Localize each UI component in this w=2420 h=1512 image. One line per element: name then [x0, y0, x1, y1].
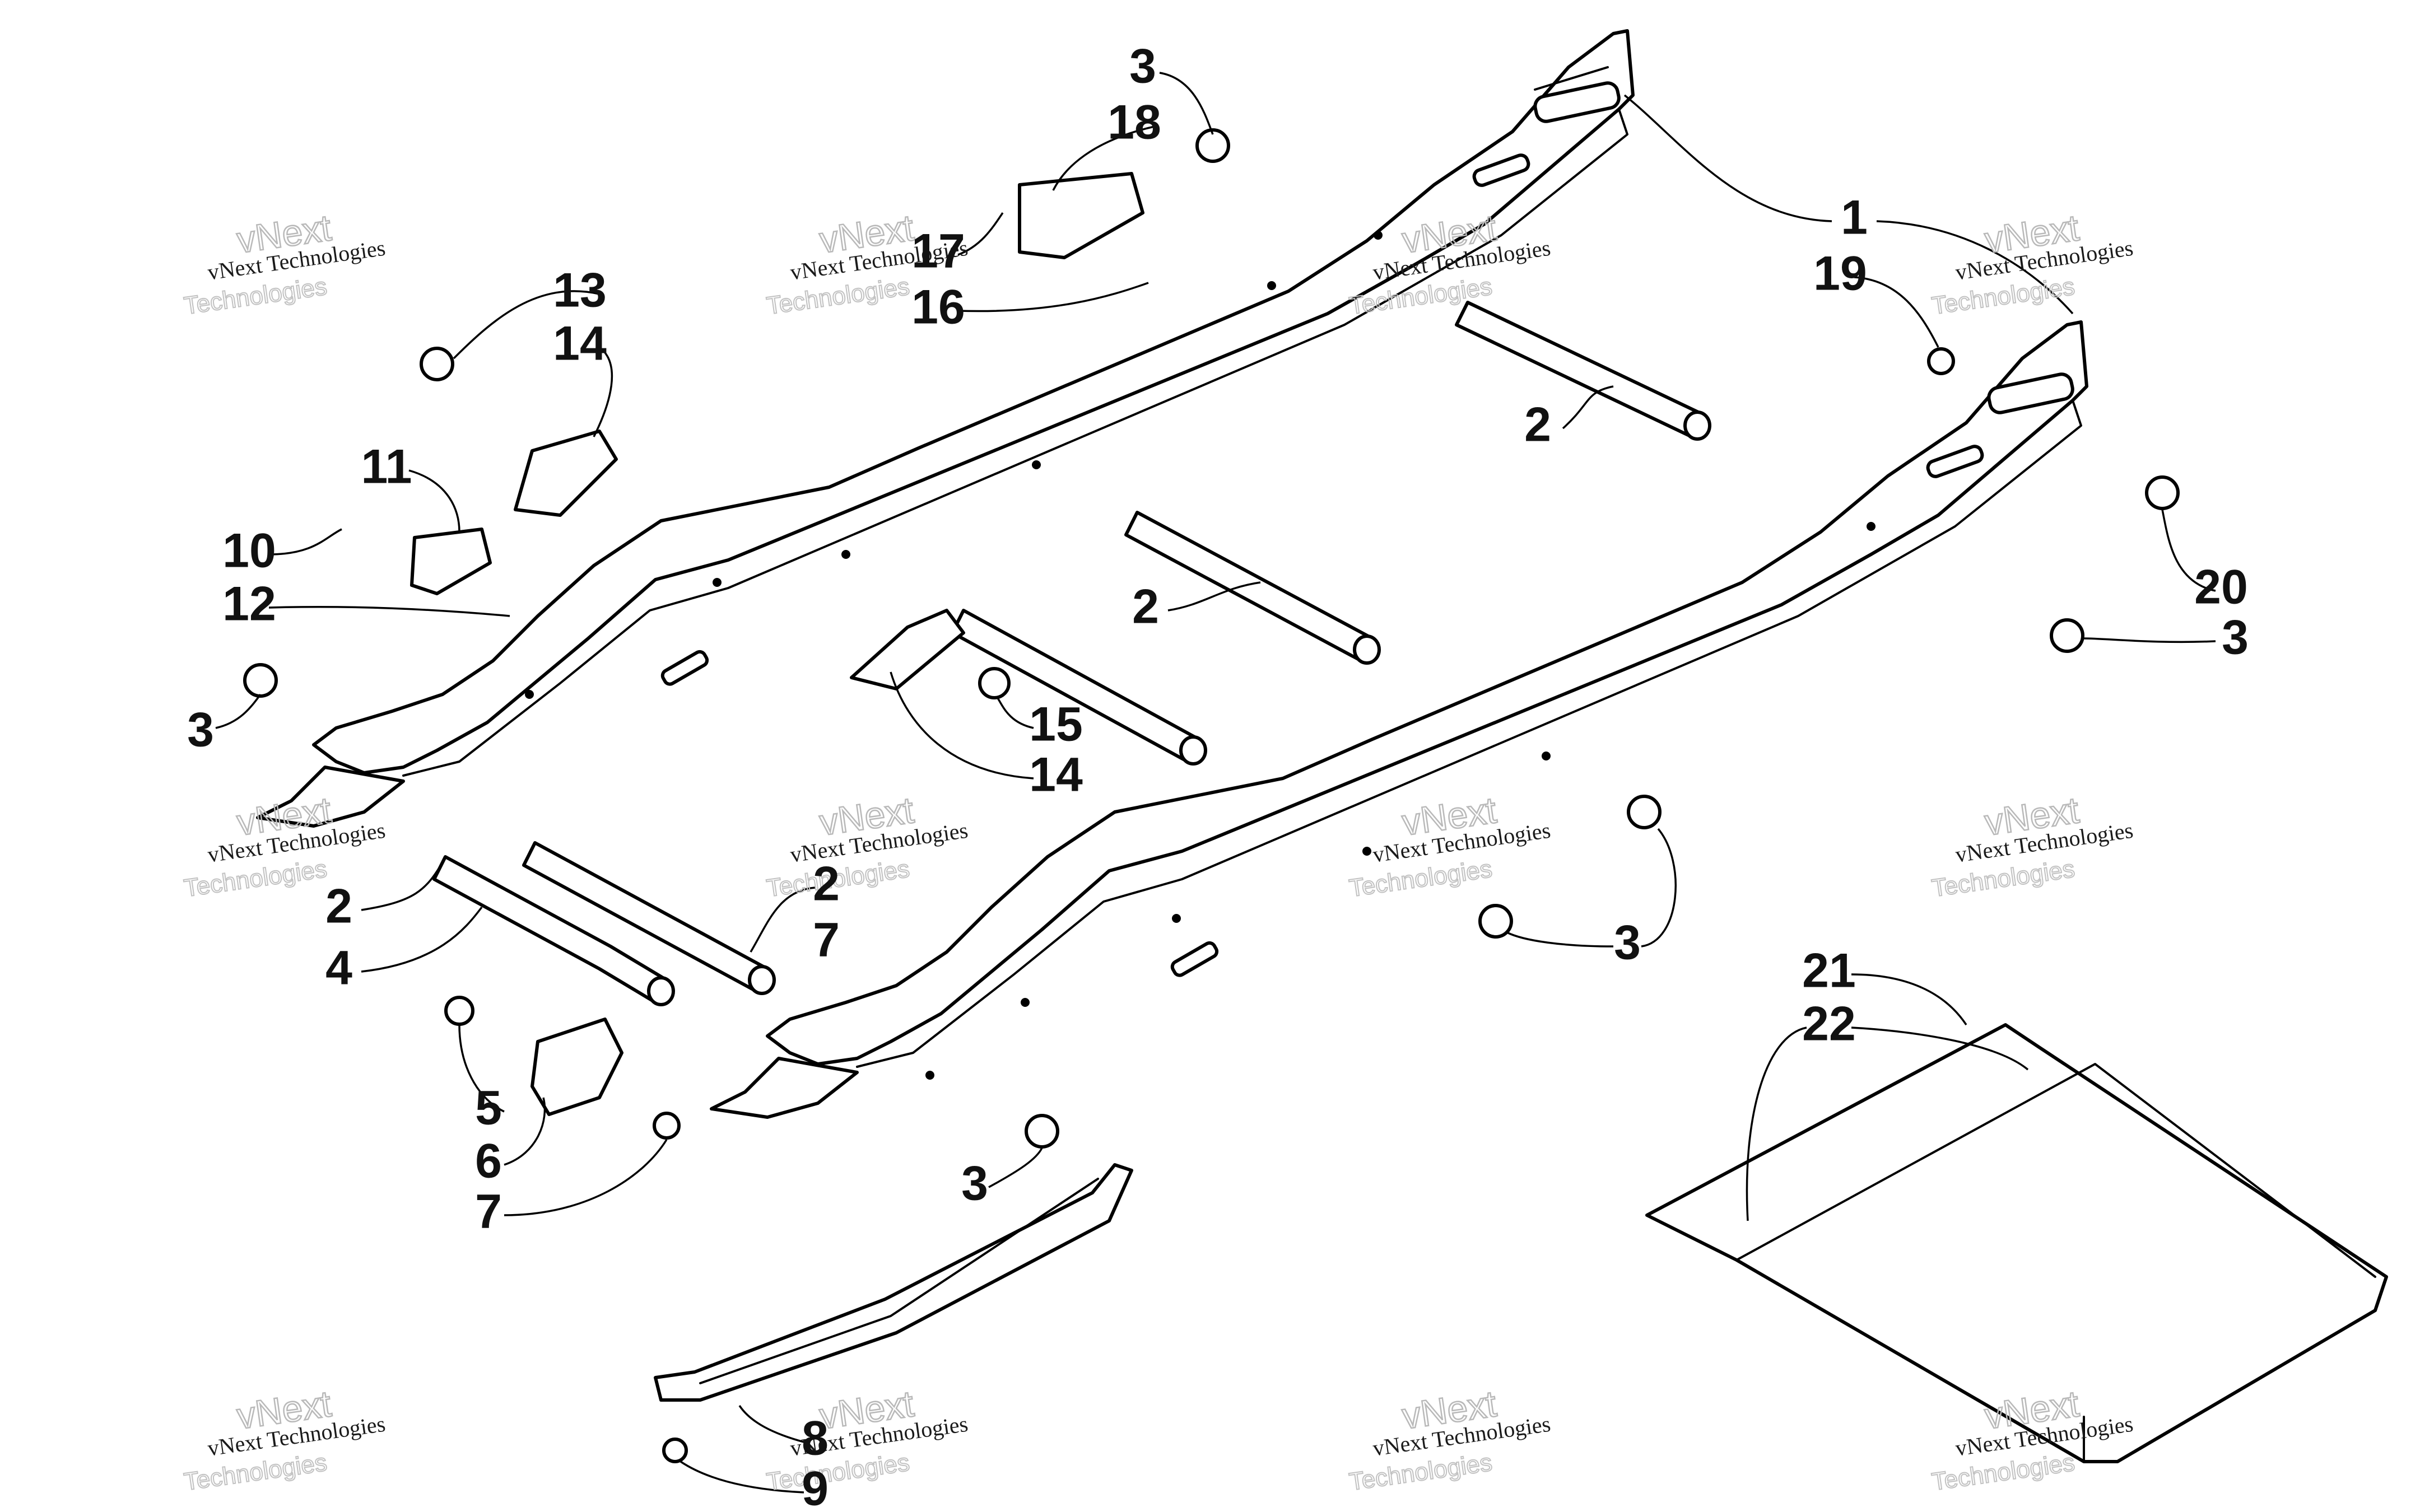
callout-2: 2 — [813, 857, 840, 911]
callout-10: 10 — [222, 524, 276, 578]
right-slide-rail — [256, 29, 1635, 828]
suspension-brackets — [410, 172, 1144, 1116]
watermark-subtext: Technologies — [765, 273, 911, 320]
callout-8: 8 — [802, 1412, 829, 1466]
callout-4: 4 — [325, 941, 352, 995]
watermark-subtext: Technologies — [765, 1449, 911, 1496]
leader-lines — [215, 72, 2216, 1494]
callout-3: 3 — [1129, 40, 1156, 94]
callout-3: 3 — [961, 1157, 988, 1211]
callout-14: 14 — [553, 317, 607, 371]
callout-11: 11 — [361, 440, 412, 494]
watermark-subtext: Technologies — [1347, 1449, 1493, 1496]
callout-12: 12 — [222, 577, 276, 631]
watermark-subtext: Technologies — [1347, 855, 1493, 902]
callout-3: 3 — [187, 703, 214, 757]
callout-16: 16 — [911, 281, 965, 334]
callout-21: 21 — [1802, 944, 1856, 998]
callout-18: 18 — [1107, 96, 1161, 150]
callout-6: 6 — [475, 1135, 502, 1188]
callout-2: 2 — [1132, 580, 1159, 634]
cross-shafts — [432, 301, 1711, 1006]
watermark-subtext: Technologies — [182, 273, 328, 320]
watermark-subtext: Technologies — [1930, 273, 2076, 320]
rail-holes — [525, 231, 1876, 1080]
callout-2: 2 — [1524, 398, 1551, 452]
callout-2: 2 — [325, 880, 352, 934]
fasteners — [243, 128, 2180, 1463]
callout-3: 3 — [1614, 916, 1641, 970]
callout-20: 20 — [2194, 561, 2248, 614]
callout-15: 15 — [1029, 698, 1083, 752]
hyfax-slider — [654, 1163, 1133, 1402]
callout-14: 14 — [1029, 748, 1083, 802]
callout-9: 9 — [802, 1462, 829, 1512]
callout-7: 7 — [813, 913, 840, 967]
callout-13: 13 — [553, 264, 607, 318]
callout-19: 19 — [1813, 247, 1867, 301]
callout-7: 7 — [475, 1185, 502, 1239]
watermark-subtext: Technologies — [182, 1449, 328, 1496]
watermark-subtext: Technologies — [1930, 1449, 2076, 1496]
watermark-subtext: Technologies — [1930, 855, 2076, 902]
track-section — [1645, 1023, 2388, 1463]
callout-22: 22 — [1802, 997, 1856, 1051]
callout-17: 17 — [911, 225, 965, 278]
callout-1: 1 — [1841, 191, 1868, 245]
callout-3: 3 — [2222, 611, 2249, 665]
watermark-subtext: Technologies — [182, 855, 328, 902]
callout-5: 5 — [475, 1081, 502, 1135]
left-slide-rail — [710, 320, 2088, 1119]
